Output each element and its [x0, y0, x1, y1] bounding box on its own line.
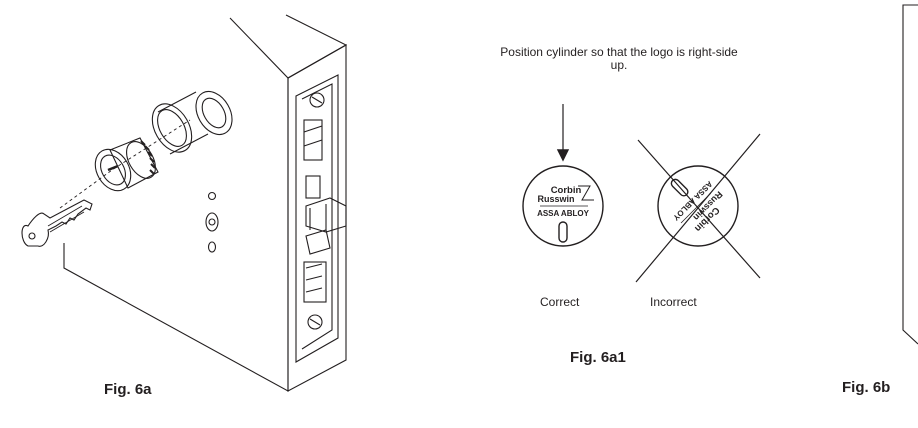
fig6b-illustration: [902, 4, 918, 345]
fig6a1-label: Fig. 6a1: [570, 349, 626, 366]
svg-text:ASSA ABLOY: ASSA ABLOY: [537, 209, 590, 218]
door-hole-upper: [207, 191, 217, 201]
svg-text:Corbin: Corbin: [551, 185, 582, 196]
key: [21, 199, 93, 247]
deadlatch: [305, 229, 331, 255]
door-edge: [287, 44, 347, 392]
correct-label: Correct: [540, 295, 580, 309]
faceplate-screw-bottom: [307, 314, 323, 330]
cylinder-face: [94, 148, 132, 192]
incorrect-label: Incorrect: [650, 295, 697, 309]
fig6a-label: Fig. 6a: [104, 381, 152, 398]
door-hole-center: [205, 212, 219, 232]
fig6a-illustration: [21, 14, 348, 392]
faceplate-screw-top: [309, 92, 325, 108]
door-hole-lower: [207, 241, 217, 253]
key-alignment-line: [59, 119, 191, 209]
fig6b-label: Fig. 6b: [842, 379, 891, 396]
fig6a1-illustration: Corbin Russwin ASSA ABLOY Corbin Russwin…: [522, 104, 761, 283]
mortise-cylinder-body: [109, 137, 159, 189]
door-top-edge: [229, 14, 348, 79]
svg-text:Russwin: Russwin: [537, 194, 574, 204]
incorrect-x-icon: [635, 133, 761, 283]
door-face: [63, 78, 289, 392]
latch-bolt: [305, 197, 347, 233]
cylinder-incorrect-orientation: Corbin Russwin ASSA ABLOY: [635, 133, 761, 283]
cylinder-collar-back: [195, 90, 233, 136]
cylinder-collar: [151, 103, 193, 153]
fig6a1-instruction: Position cylinder so that the logo is ri…: [500, 45, 738, 72]
cylinder-correct-orientation: Corbin Russwin ASSA ABLOY: [522, 165, 604, 247]
lock-faceplate: [295, 74, 339, 363]
